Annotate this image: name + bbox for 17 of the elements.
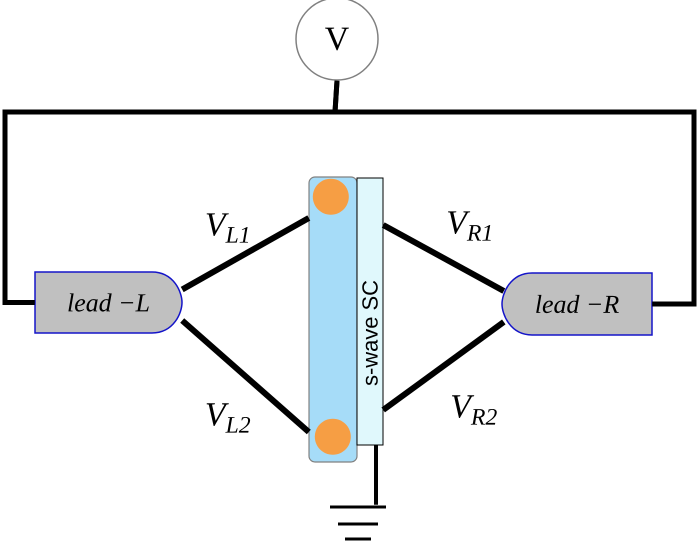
dot <box>312 178 349 215</box>
ground-symbol <box>328 505 388 540</box>
edge-label: V$_{R1}$ <box>448 211 491 241</box>
edge-label: V$_{L2}$ <box>206 403 250 433</box>
dot <box>314 418 351 455</box>
wire <box>381 320 506 412</box>
wire <box>180 318 311 434</box>
superconductor-bar: s-wave SC <box>356 177 384 446</box>
wire <box>332 80 696 306</box>
lead-box: lead −L <box>34 271 183 334</box>
voltmeter: V <box>295 0 379 81</box>
wire <box>180 215 310 292</box>
wire <box>382 222 506 294</box>
edge-label: V$_{R2}$ <box>452 395 497 425</box>
lead-box: lead −R <box>501 272 653 336</box>
wire <box>374 445 378 505</box>
edge-label: V$_{L1}$ <box>206 213 248 243</box>
